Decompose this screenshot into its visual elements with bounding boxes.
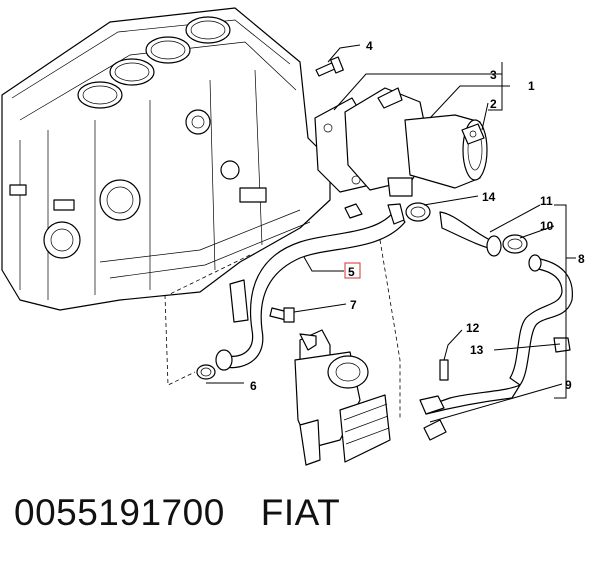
callout-12: 12: [466, 321, 480, 335]
callout-2: 2: [490, 97, 497, 111]
callout-7: 7: [350, 298, 357, 312]
hose-part-9: [419, 384, 521, 415]
callout-5: 5: [348, 265, 355, 279]
callout-4: 4: [366, 39, 373, 53]
callout-13: 13: [470, 343, 484, 357]
callout-10: 10: [540, 219, 554, 233]
callout-leaders: [206, 44, 576, 423]
hose-part-5: [215, 203, 406, 371]
callout-14: 14: [482, 190, 496, 204]
callout-8: 8: [578, 252, 585, 266]
bolt-part-4: [315, 56, 344, 77]
callout-numbers: 4 3 1 2 14 11 10 8 5 7 12 13 6 9: [250, 39, 585, 393]
callout-1: 1: [528, 79, 535, 93]
callout-6: 6: [250, 379, 257, 393]
callout-3: 3: [490, 68, 497, 82]
part-number: 0055191700: [14, 492, 225, 533]
part-5-highlight-box: [344, 262, 361, 279]
hose-part-8: [509, 254, 573, 386]
footer-caption: 0055191700 FIAT: [14, 492, 340, 534]
thermostat-housing: [314, 87, 488, 197]
oil-cooler-housing: [294, 329, 391, 466]
hose-part-11: [439, 211, 502, 257]
dashed-guides: [164, 239, 401, 420]
sensor-part-2: [461, 123, 485, 145]
hose-clamps: [196, 202, 528, 380]
engine-block: [1, 7, 331, 311]
brand-name: FIAT: [260, 492, 341, 533]
callout-11: 11: [540, 194, 553, 208]
callout-9: 9: [565, 378, 572, 392]
